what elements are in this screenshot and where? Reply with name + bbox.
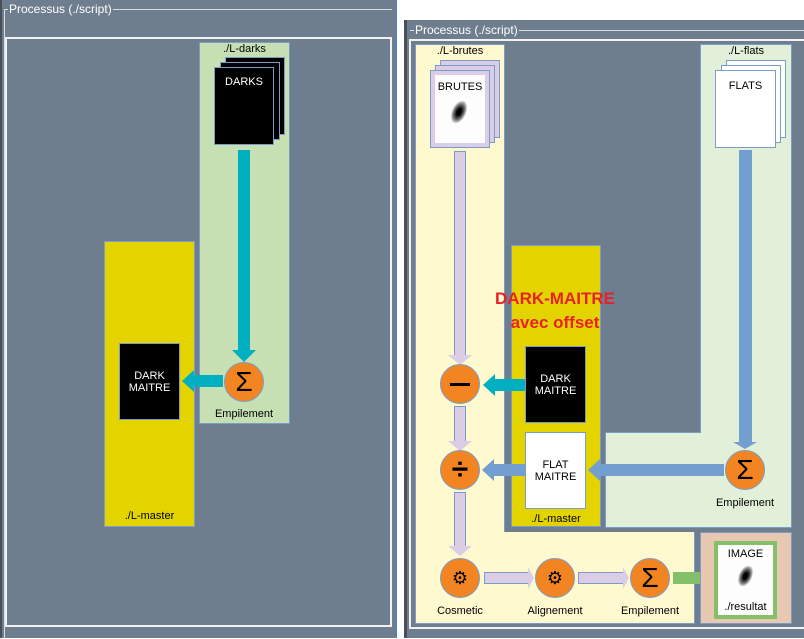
minus-icon: [450, 382, 470, 386]
dark-master-arrowhead: [483, 374, 495, 396]
flats-stack-label: Empilement: [715, 497, 775, 509]
brutes-doc-label: BRUTES: [437, 81, 483, 93]
flats-stack-arrowhead: [588, 459, 600, 481]
brutes-down-arrowhead: [448, 355, 472, 365]
dark-master-arrow: [495, 379, 525, 391]
cosmetic-to-align-arrow: [484, 572, 529, 584]
flats-stack-operator[interactable]: Σ: [725, 450, 765, 490]
align-to-stack-arrowhead: [623, 567, 629, 589]
galaxy-icon: [734, 563, 757, 589]
sigma-icon: Σ: [736, 454, 754, 485]
cosmetic-operator[interactable]: ⚙: [440, 558, 480, 598]
cosmetic-label: Cosmetic: [437, 605, 483, 617]
result-folder-label: ./resultat: [724, 601, 767, 613]
left-stack-label: Empilement: [214, 408, 274, 420]
stack-to-result-arrow: [673, 572, 703, 584]
flats-stack-arrow: [600, 464, 724, 476]
left-master-arrow: [194, 375, 223, 387]
sigma-icon: Σ: [641, 562, 659, 593]
galaxy-icon: [447, 98, 471, 126]
final-stack-label: Empilement: [620, 605, 680, 617]
gear-icon: ⚙: [546, 568, 564, 588]
flat-master-arrow: [494, 464, 525, 476]
dark-master-line1: DARK: [134, 369, 165, 382]
final-stack-operator[interactable]: Σ: [630, 558, 670, 598]
alignment-operator[interactable]: ⚙: [535, 558, 575, 598]
divide-operator[interactable]: ÷: [440, 450, 480, 490]
flats-stack-zone: [605, 432, 792, 528]
offset-annotation: DARK-MAITRE avec offset: [470, 287, 640, 335]
flats-document[interactable]: FLATS: [715, 70, 776, 148]
right-group-border: [410, 30, 804, 31]
flat-master-line1: FLAT: [542, 458, 569, 471]
darks-down-arrowhead: [232, 350, 256, 362]
flats-folder-label: ./L-flats: [727, 45, 765, 57]
dark-master-line2: MAITRE: [534, 384, 577, 397]
align-to-stack-arrow: [578, 572, 624, 584]
left-master-folder-label: ./L-master: [124, 510, 175, 522]
left-canvas: [5, 37, 392, 627]
brutes-down-arrow: [454, 151, 466, 356]
result-title: IMAGE: [727, 548, 764, 560]
flats-doc-label: FLATS: [728, 80, 763, 92]
gear-icon: ⚙: [451, 568, 469, 588]
sigma-icon: Σ: [235, 366, 253, 397]
flat-master-arrowhead: [482, 459, 494, 481]
divide-icon: ÷: [451, 453, 469, 486]
subtract-operator[interactable]: [440, 364, 480, 404]
darks-document[interactable]: DARKS: [214, 67, 274, 145]
left-master-arrowhead: [182, 370, 194, 392]
divide-to-cosmetic-arrow: [454, 492, 466, 547]
right-master-folder-label: ./L-master: [531, 513, 581, 525]
right-group-title: Processus (./script): [414, 23, 519, 37]
darks-down-arrow: [238, 150, 250, 350]
darks-doc-label: DARKS: [225, 76, 263, 88]
brutes-image: BRUTES: [435, 75, 485, 143]
brutes-document[interactable]: BRUTES: [430, 70, 490, 148]
left-group-border: [4, 9, 392, 10]
result-image[interactable]: IMAGE ./resultat: [714, 541, 777, 619]
flats-down-arrow: [739, 150, 752, 443]
alignment-label: Alignement: [527, 605, 583, 617]
divide-to-cosmetic-arrowhead: [448, 546, 472, 556]
dark-master-line1: DARK: [540, 372, 571, 385]
dark-master-line2: MAITRE: [128, 381, 171, 394]
annotation-line1: DARK-MAITRE: [495, 289, 615, 308]
left-group-title: Processus (./script): [8, 2, 113, 16]
left-group-corner: [4, 9, 5, 639]
flats-down-arrowhead: [733, 442, 757, 449]
subtract-to-divide-arrowhead: [448, 441, 472, 451]
brutes-folder-label: ./L-brutes: [436, 45, 484, 57]
annotation-line2: avec offset: [510, 313, 600, 332]
flat-master-line2: MAITRE: [534, 470, 577, 483]
subtract-to-divide-arrow: [454, 406, 466, 442]
left-stack-operator[interactable]: Σ: [224, 362, 264, 402]
darks-folder-label: ./L-darks: [223, 43, 266, 55]
cosmetic-to-align-arrowhead: [528, 567, 534, 589]
